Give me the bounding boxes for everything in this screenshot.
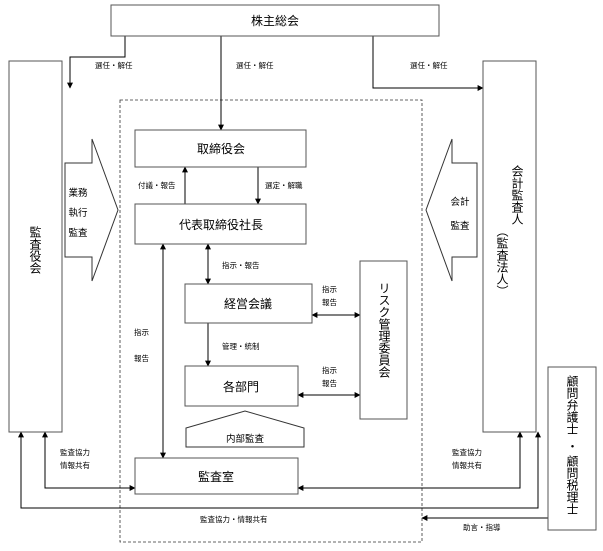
label-risk-mgmt-2: 報告 [322,297,337,307]
departments-box [184,365,299,407]
advisors-label-2: 顧問税理士 [565,454,579,515]
kansayaku-box [8,60,63,433]
departments-label: 各部門 [223,379,259,394]
advisors-box [547,366,597,531]
label-select-dismiss: 選定・解職 [265,180,303,190]
business-audit-arrow [64,138,119,282]
audit-office-label: 監査室 [198,469,234,484]
board-label: 取締役会 [197,141,245,156]
ceo-label: 代表取締役社長 [179,217,263,232]
edge-auditor-audit [297,431,523,491]
accounting-audit-label-2: 監査 [450,220,470,232]
advisors-label-sep: ・ [565,440,579,452]
label-risk-dept-2: 報告 [322,378,337,388]
accounting-auditor-label-1: 会計監査人 [510,165,524,225]
label-mgmt-control: 管理・統制 [222,341,260,351]
advisors-label-1: 顧問弁護士 [565,374,579,435]
business-audit-label-3: 監査 [68,227,88,239]
label-coop-right-2: 情報共有 [452,460,482,470]
company-boundary [119,99,423,543]
business-audit-label-2: 執行 [68,207,88,219]
label-instruct-report-ceo: 指示・報告 [222,260,260,270]
label-coop-left-2: 情報共有 [60,460,90,470]
edge-shareholders-auditor [372,36,484,91]
board-box [134,129,307,168]
internal-audit-label: 内部監査 [226,433,265,445]
label-elect-center: 選任・解任 [236,60,274,70]
edge-kansayaku-auditor [18,431,541,509]
accounting-auditor-box [482,60,537,433]
risk-committee-box [359,260,408,420]
label-advice: 助言・指導 [463,522,501,532]
label-elect-left: 選任・解任 [95,60,133,70]
label-risk-mgmt-1: 指示 [322,284,337,294]
ceo-box [134,203,307,245]
mgmt-meeting-box [184,283,313,324]
label-proposal-report: 付議・報告 [138,180,176,190]
accounting-audit-label-1: 会計 [450,196,470,208]
kansayaku-label: 監査役会 [28,225,42,275]
edge-kansayaku-audit [42,431,136,491]
label-coop-right-1: 監査協力 [452,447,482,457]
label-coop-left-1: 監査協力 [60,447,90,457]
label-elect-right: 選任・解任 [410,60,448,70]
risk-committee-label: リスク管理委員会 [377,282,391,379]
shareholders-box [110,4,440,37]
edge-shareholders-kansayaku [67,36,126,89]
label-coop-bottom: 監査協力・情報共有 [200,514,268,524]
label-instruct-left-1: 指示 [134,327,149,337]
mgmt-meeting-label: 経営会議 [224,297,272,311]
audit-office-box [134,457,299,495]
label-instruct-left-2: 報告 [134,353,149,363]
accounting-audit-arrow [425,138,478,282]
internal-audit-arrow [185,410,305,448]
label-risk-dept-1: 指示 [322,365,337,375]
shareholders-label: 株主総会 [251,13,299,28]
business-audit-label-1: 業務 [68,187,88,199]
accounting-auditor-label-2: （監査法人） [495,225,509,297]
